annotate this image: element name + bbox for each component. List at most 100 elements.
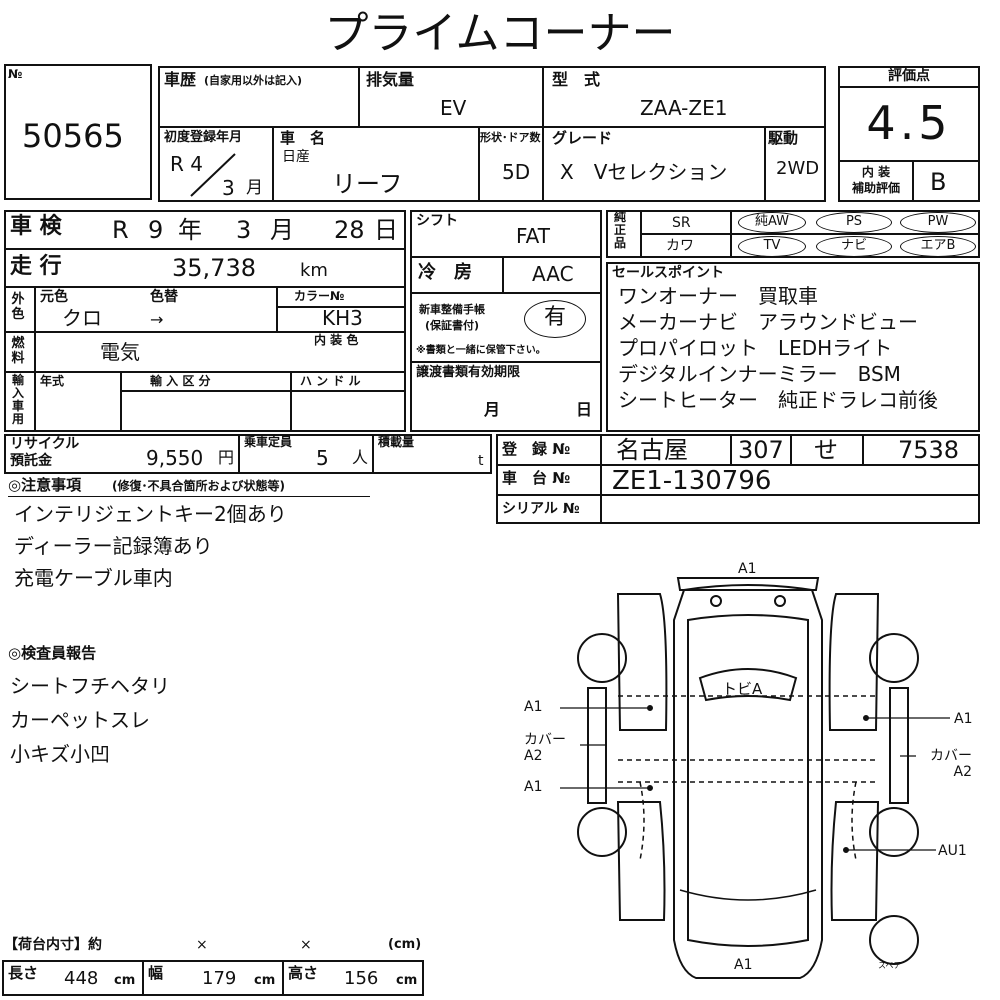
- notes-subtitle: (修復･不具合箇所および状態等): [112, 479, 285, 493]
- chassis-label: 車 台 №: [502, 469, 571, 487]
- notes-title: ◎注意事項: [8, 476, 82, 494]
- ac-label: 冷 房: [418, 262, 472, 283]
- car-damage-diagram: [560, 577, 950, 979]
- inspector-item: カーペットスレ: [10, 708, 150, 732]
- sales-points-box: [606, 262, 980, 432]
- cargo-height-label: 高さ: [288, 964, 319, 982]
- history-label: 車歴: [164, 70, 197, 89]
- manual-value: 有: [524, 300, 586, 338]
- drive-value: 2WD: [776, 158, 820, 179]
- diagram-left-upper-label: A1: [524, 699, 543, 715]
- capacity-label: 乗車定員: [244, 435, 293, 449]
- left-front-door: [616, 593, 668, 731]
- displacement-value: EV: [440, 96, 467, 120]
- front-bumper: [676, 577, 820, 591]
- model-value: ZAA-ZE1: [640, 96, 728, 120]
- first-reg-month: 3: [222, 176, 235, 200]
- right-rear-wheel: [869, 807, 919, 857]
- grade-label: グレード: [552, 129, 613, 147]
- first-reg-year: R 4: [170, 152, 203, 176]
- cargo-unit: (cm): [388, 937, 422, 952]
- shape-label: 形状･ドア数: [480, 131, 541, 144]
- note-item: インテリジェントキー2個あり: [14, 502, 287, 526]
- shaken-day: 28: [334, 216, 365, 244]
- recycle-label: リサイクル 預託金: [10, 436, 80, 469]
- mileage-value: 35,738: [172, 254, 256, 282]
- spare-label: スペア: [878, 961, 902, 970]
- capacity-value: 5: [316, 446, 329, 470]
- interior-score-label: 内 装 補助評価: [851, 165, 900, 195]
- load-unit: t: [478, 453, 484, 469]
- cargo-length-unit: cm: [114, 973, 136, 988]
- page-title: プライムコーナー: [324, 8, 676, 59]
- roof-outline: [687, 614, 809, 947]
- cargo-times-1: ×: [196, 937, 208, 953]
- fuel-value: 電気: [100, 340, 140, 364]
- right-front-wheel: [869, 633, 919, 683]
- registration-block: [496, 434, 980, 524]
- shift-value: FAT: [516, 224, 551, 248]
- registration-area: 名古屋: [616, 436, 688, 464]
- chassis-number: ZE1-130796: [612, 466, 772, 496]
- left-rear-door: [616, 801, 666, 921]
- cargo-title: 【荷台内寸】約: [4, 937, 102, 953]
- left-rear-wheel: [577, 807, 627, 857]
- color-code: KH3: [322, 306, 363, 330]
- serial-label: シリアル №: [502, 501, 580, 517]
- displacement-label: 排気量: [366, 70, 415, 89]
- capacity-unit: 人: [352, 448, 369, 467]
- diagram-left-mid-label: カバー A2: [524, 732, 566, 764]
- cargo-times-2: ×: [300, 937, 312, 953]
- cargo-box: [2, 960, 424, 996]
- shape-value: 5D: [502, 160, 531, 184]
- sales-point: デジタルインナーミラー BSM: [618, 362, 901, 386]
- fuel-side-label: 燃料: [11, 336, 25, 366]
- note-item: 充電ケーブル車内: [14, 566, 173, 590]
- lot-box: [4, 64, 152, 200]
- model-label: 型 式: [552, 70, 601, 89]
- lot-number: 50565: [22, 117, 124, 155]
- diagram-top-label: A1: [738, 561, 757, 577]
- sales-point: シートヒーター 純正ドラレコ前後: [618, 388, 938, 412]
- inspector-title: ◎検査員報告: [8, 644, 97, 662]
- cargo-width: 179: [202, 968, 237, 989]
- shaken-year-unit: 年: [178, 216, 202, 244]
- equip-airbag: エアB: [900, 236, 976, 257]
- diagram-right-mid-label: カバー A2: [930, 748, 972, 780]
- interior-color-label: 内 装 色: [314, 333, 359, 347]
- shaken-day-unit: 日: [374, 216, 398, 244]
- inspector-item: 小キズ小凹: [10, 742, 110, 766]
- drive-label: 駆動: [768, 129, 799, 147]
- shaken-era: R: [112, 216, 129, 244]
- load-label: 積載量: [378, 435, 415, 449]
- sales-point: プロパイロット LEDHライト: [618, 336, 893, 360]
- car-name: リーフ: [332, 170, 403, 198]
- left-block: [4, 210, 406, 432]
- equipment-side-label: 純正品: [613, 210, 626, 250]
- equip-pw: PW: [900, 212, 976, 233]
- slash-line: [190, 153, 236, 197]
- interior-score-value: B: [930, 168, 947, 196]
- orig-color-value: クロ: [62, 306, 102, 330]
- equip-leather: カワ: [666, 238, 694, 254]
- right-front-door: [828, 593, 880, 731]
- color-code-label: カラー№: [294, 289, 345, 303]
- shaken-year: 9: [148, 216, 164, 244]
- import-side-label: 輸入車用: [11, 373, 24, 426]
- equip-tv: TV: [738, 236, 806, 257]
- color-arrow: →: [150, 310, 164, 329]
- recycle-unit: 円: [218, 448, 235, 467]
- mileage-label: 走 行: [10, 254, 62, 279]
- equip-ps: PS: [816, 212, 892, 233]
- registration-kana: せ: [814, 436, 838, 464]
- transfer-day: 日: [576, 400, 593, 419]
- car-body: [673, 584, 823, 979]
- note-item: ディーラー記録簿あり: [14, 534, 213, 558]
- score-box: [838, 66, 980, 202]
- first-reg-label: 初度登録年月: [164, 130, 243, 145]
- orig-color-label: 元色: [40, 289, 68, 305]
- mileage-unit: km: [300, 260, 328, 281]
- registration-class: 307: [738, 436, 784, 464]
- center-block: [410, 210, 602, 432]
- equip-alloy-wheel: 純AW: [738, 212, 806, 233]
